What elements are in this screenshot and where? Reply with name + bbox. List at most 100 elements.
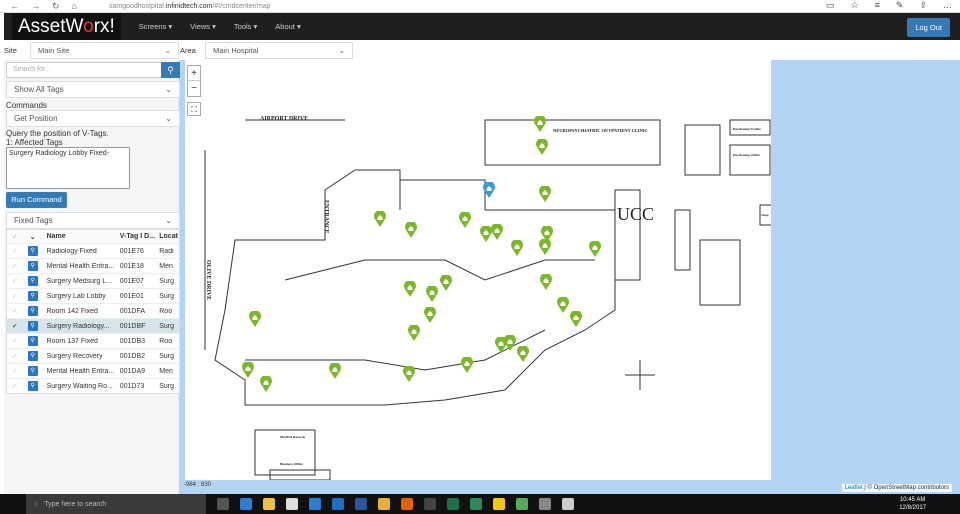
row-checkbox[interactable]: ✓ — [11, 338, 18, 345]
forward-icon[interactable]: → — [31, 1, 40, 11]
row-checkbox[interactable]: ✓ — [11, 308, 18, 315]
map-pin-icon[interactable]: ⚲ — [27, 351, 38, 361]
tag-marker[interactable] — [491, 223, 503, 240]
tag-marker[interactable] — [536, 138, 548, 155]
row-checkbox[interactable]: ✓ — [11, 323, 18, 330]
store-icon[interactable] — [286, 498, 298, 510]
tag-marker[interactable] — [461, 356, 473, 373]
icon-column-menu[interactable]: ⌄ — [29, 233, 36, 241]
chrome-icon[interactable] — [378, 498, 390, 510]
tag-marker[interactable] — [534, 115, 546, 132]
refresh-icon[interactable]: ↻ — [52, 0, 60, 11]
tag-marker[interactable] — [539, 238, 551, 255]
edge-icon[interactable] — [240, 498, 252, 510]
app-icon[interactable] — [424, 498, 436, 510]
mail-icon[interactable] — [309, 498, 321, 510]
menu-tools[interactable]: Tools ▾ — [233, 22, 258, 31]
reading-icon[interactable]: ▭ — [826, 0, 835, 10]
row-checkbox[interactable]: ✓ — [11, 383, 18, 390]
tag-marker[interactable] — [511, 239, 523, 256]
tag-marker[interactable] — [426, 285, 438, 302]
affected-tags-textarea[interactable]: Surgery Radiology Lobby Fixed- — [6, 147, 130, 189]
fullscreen-button[interactable]: ⛶ — [187, 102, 201, 116]
hub-icon[interactable]: ≡ — [874, 0, 880, 10]
back-icon[interactable]: ← — [10, 1, 19, 11]
app-icon[interactable] — [539, 498, 551, 510]
map-pin-icon[interactable]: ⚲ — [27, 246, 38, 256]
row-checkbox[interactable]: ✓ — [11, 263, 18, 270]
app-icon[interactable] — [516, 498, 528, 510]
menu-screens[interactable]: Screens ▾ — [138, 22, 173, 31]
tag-marker[interactable] — [504, 334, 516, 351]
tag-marker[interactable] — [557, 296, 569, 313]
tag-marker[interactable] — [405, 221, 417, 238]
map-pin-icon[interactable]: ⚲ — [27, 261, 38, 271]
address-bar[interactable]: samgoodhostpital.infinidtech.com/#!/cmdc… — [108, 2, 271, 10]
area-select[interactable]: Main Hospital⌄ — [205, 41, 353, 59]
tag-marker[interactable] — [589, 240, 601, 257]
tag-marker[interactable] — [440, 274, 452, 291]
select-all-checkbox[interactable]: ✓ — [11, 233, 18, 241]
tag-marker[interactable] — [249, 310, 261, 327]
map-pin-icon[interactable]: ⚲ — [27, 306, 38, 316]
share-icon[interactable]: ⇪ — [919, 0, 927, 10]
tag-marker[interactable] — [408, 324, 420, 341]
word-icon[interactable] — [355, 498, 367, 510]
tag-type-select[interactable]: Fixed Tags⌄ — [6, 212, 180, 229]
logout-button[interactable]: Log Out — [907, 18, 950, 37]
powerbi-icon[interactable] — [493, 498, 505, 510]
more-icon[interactable]: … — [943, 0, 952, 10]
logo[interactable]: AssetWorx! — [12, 13, 121, 40]
menu-views[interactable]: Views ▾ — [190, 22, 216, 31]
site-select[interactable]: Main Site⌄ — [30, 41, 179, 59]
excel-icon[interactable] — [447, 498, 459, 510]
tag-marker[interactable] — [480, 225, 492, 242]
zoom-out-button[interactable]: − — [191, 83, 197, 94]
map-pin-icon[interactable]: ⚲ — [27, 276, 38, 286]
zoom-in-button[interactable]: + — [188, 66, 200, 81]
map-view[interactable]: AIRPORT DRIVE ENTRANCE OLIVE DRIVE UCC N… — [180, 60, 960, 494]
task-view-icon[interactable] — [217, 498, 229, 510]
tag-marker[interactable] — [517, 345, 529, 362]
firefox-icon[interactable] — [401, 498, 413, 510]
run-command-button[interactable]: Run Command — [6, 192, 67, 208]
home-icon[interactable]: ⌂ — [71, 1, 77, 11]
menu-about[interactable]: About ▾ — [275, 22, 301, 31]
tag-marker[interactable] — [329, 362, 341, 379]
explorer-icon[interactable] — [263, 498, 275, 510]
tag-marker[interactable] — [570, 310, 582, 327]
row-checkbox[interactable]: ✓ — [11, 293, 18, 300]
tag-filter-select[interactable]: Show All Tags⌄ — [6, 81, 180, 98]
tag-marker[interactable] — [404, 280, 416, 297]
tag-marker[interactable] — [374, 210, 386, 227]
tag-marker[interactable] — [424, 306, 436, 323]
header-vtag-id[interactable]: V-Tag I D... — [119, 233, 155, 240]
note-icon[interactable]: ✎ — [895, 0, 904, 10]
tag-marker[interactable] — [242, 361, 254, 378]
map-pin-icon[interactable]: ⚲ — [27, 291, 38, 301]
photos-icon[interactable] — [562, 498, 574, 510]
map-pin-icon[interactable]: ⚲ — [27, 336, 38, 346]
map-pin-icon[interactable]: ⚲ — [27, 366, 38, 376]
project-icon[interactable] — [470, 498, 482, 510]
tag-marker[interactable] — [539, 185, 551, 202]
tag-marker[interactable] — [540, 273, 552, 290]
favorite-icon[interactable]: ☆ — [850, 0, 859, 10]
map-pin-icon[interactable]: ⚲ — [27, 321, 38, 331]
row-checkbox[interactable]: ✓ — [11, 353, 18, 360]
row-checkbox[interactable]: ✓ — [11, 248, 18, 255]
outlook-icon[interactable] — [332, 498, 344, 510]
search-button[interactable]: ⚲ — [161, 62, 180, 78]
command-select[interactable]: Get Position⌄ — [6, 110, 180, 127]
leaflet-link[interactable]: Leaflet — [844, 485, 863, 491]
